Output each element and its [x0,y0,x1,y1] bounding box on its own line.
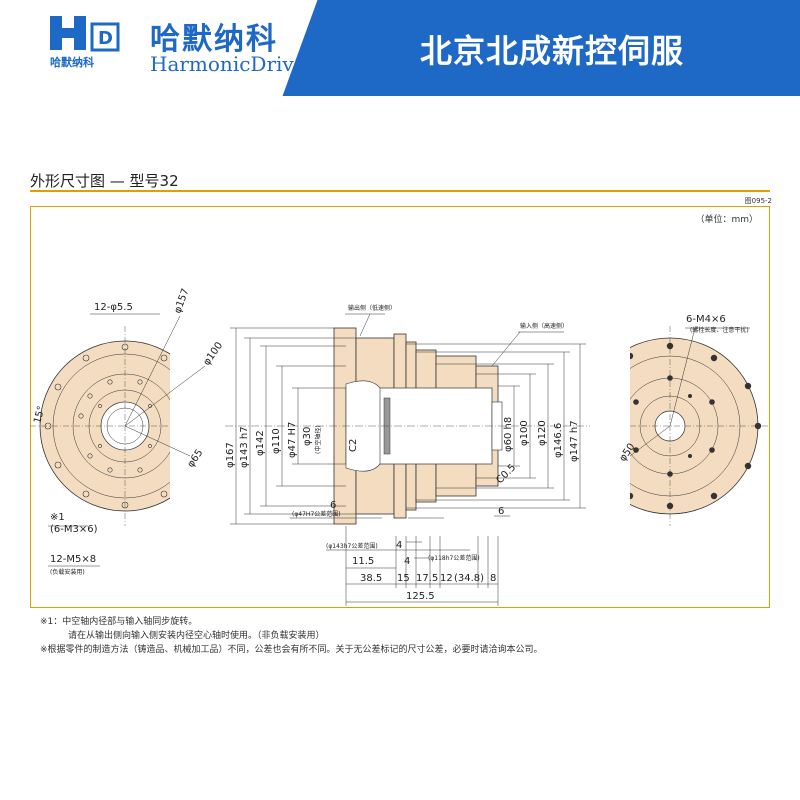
title-underline [30,190,770,192]
svg-text:D: D [98,28,113,49]
header: D 哈默纳科 哈默纳科 HarmonicDrive 北京北成新控伺服 [0,0,800,96]
label-d120: φ120 [537,420,548,446]
label-six-left: 6 [330,500,336,511]
label-d47: φ47 H7 [287,422,298,458]
label-d385: 38.5 [360,573,382,584]
right-end-view: 6-M4×6 (螺栓长度、注意干扰) φ50 [617,314,770,526]
label-d30-sub: (中空轴径) [314,425,322,454]
label-d157: φ157 [172,287,191,315]
label-m4-sub: (螺栓长度、注意干扰) [690,326,749,334]
brand-en: HarmonicDrive [150,52,306,76]
company-name: 北京北成新控伺服 [420,32,685,70]
label-d100: φ100 [519,420,530,446]
label-d142: φ142 [255,430,266,456]
label-note1-mark: ※1 [50,512,65,523]
label-d60: φ60 h8 [503,417,514,452]
label-output-side: 输出侧（低速侧） [348,304,396,312]
label-four-b: 4 [404,556,410,567]
section-title: 外形尺寸图 — 型号32 [30,172,179,190]
note-line-3: ※根据零件的制造方法（铸造品、机械加工品）不同，公差也会有所不同。关于无公差标记… [40,645,543,655]
label-m5-sub: (负载安装用) [50,568,85,576]
brand-cn: 哈默纳科 [150,22,278,57]
label-six-right: 6 [498,506,504,517]
side-section-view: 输出侧（低速侧） 输入侧（高速侧） φ167 φ143 h7 φ142 φ110… [225,304,590,606]
label-d348: (34.8) [454,573,484,584]
label-four-a: 4 [396,540,402,551]
dimension-drawing: 12-φ5.5 φ157 φ100 φ65 15° ※1 (6-M3×6) 12… [30,287,770,606]
label-d143: φ143 h7 [239,426,250,468]
figure-number: 图095-2 [744,197,772,205]
label-d100-left: φ100 [201,340,225,367]
label-angle15: 15° [32,405,47,425]
hd-logo-icon: D 哈默纳科 [50,16,120,69]
label-input-side: 输入侧（高速侧） [520,322,568,330]
label-d65: φ65 [185,448,205,470]
label-m4: 6-M4×6 [686,314,726,325]
label-d175: 17.5 [416,573,438,584]
unit-label: （单位：mm） [695,215,758,225]
drawing-frame [30,206,770,608]
label-d1255: 125.5 [406,591,435,602]
label-d15: 15 [397,573,410,584]
note-line-1: ※1：中空轴内径部与输入轴同步旋转。 [40,617,198,627]
label-d110: φ110 [271,428,282,454]
label-d12: 12 [440,573,453,584]
label-d8: 8 [490,573,496,584]
label-d30: φ30 [302,427,313,446]
label-tol47: (φ47H7公差范围) [292,510,341,518]
left-end-view: 12-φ5.5 φ157 φ100 φ65 15° ※1 (6-M3×6) 12… [30,287,225,576]
label-c2: C2 [348,439,359,452]
note-line-2: 请在从输出侧向输入侧安装内径空心轴时使用。（非负载安装用） [68,631,325,641]
label-d115: 11.5 [352,556,374,567]
svg-text:哈默纳科: 哈默纳科 [50,55,94,69]
label-d147: φ147 h7 [569,420,580,462]
label-d167: φ167 [225,442,236,468]
label-m5: 12-M5×8 [50,554,96,565]
label-m3: (6-M3×6) [50,524,98,535]
header-band [340,0,800,96]
label-tol143: (φ143h7公差范围) [326,542,378,550]
label-tol118: (φ118h7公差范围) [428,554,480,562]
label-d146: φ146.6 [553,423,564,458]
label-holes-12-55: 12-φ5.5 [94,302,133,313]
